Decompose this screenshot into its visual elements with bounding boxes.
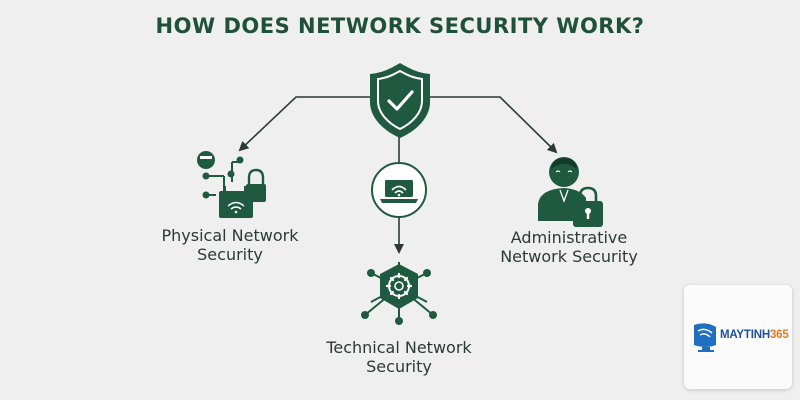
physical-security-icon xyxy=(197,151,266,218)
technical-label-line2: Security xyxy=(366,357,432,376)
technical-label-line1: Technical Network xyxy=(326,338,472,357)
laptop-wifi-icon xyxy=(371,162,427,218)
physical-label-line2: Security xyxy=(197,245,263,264)
administrative-label-line1: Administrative xyxy=(510,228,628,247)
logo-icon xyxy=(694,323,716,352)
gear-network-icon xyxy=(361,262,437,325)
node-technical-network-security: Technical Network Security xyxy=(304,338,494,376)
admin-user-lock-icon xyxy=(538,157,603,227)
page-title: HOW DOES NETWORK SECURITY WORK? xyxy=(155,14,645,38)
arrow-to-physical xyxy=(238,96,372,152)
logo-wordmark: MAYTINH365 xyxy=(720,329,789,341)
logo-text-accent: 365 xyxy=(769,329,789,341)
arrow-to-administrative xyxy=(430,96,558,154)
shield-check-icon xyxy=(370,63,430,138)
physical-label-line1: Physical Network xyxy=(161,226,299,245)
administrative-label-line2: Network Security xyxy=(500,247,638,266)
node-physical-network-security: Physical Network Security xyxy=(140,226,320,264)
logo-text-main: MAYTINH xyxy=(720,329,770,341)
node-administrative-network-security: Administrative Network Security xyxy=(484,228,654,266)
